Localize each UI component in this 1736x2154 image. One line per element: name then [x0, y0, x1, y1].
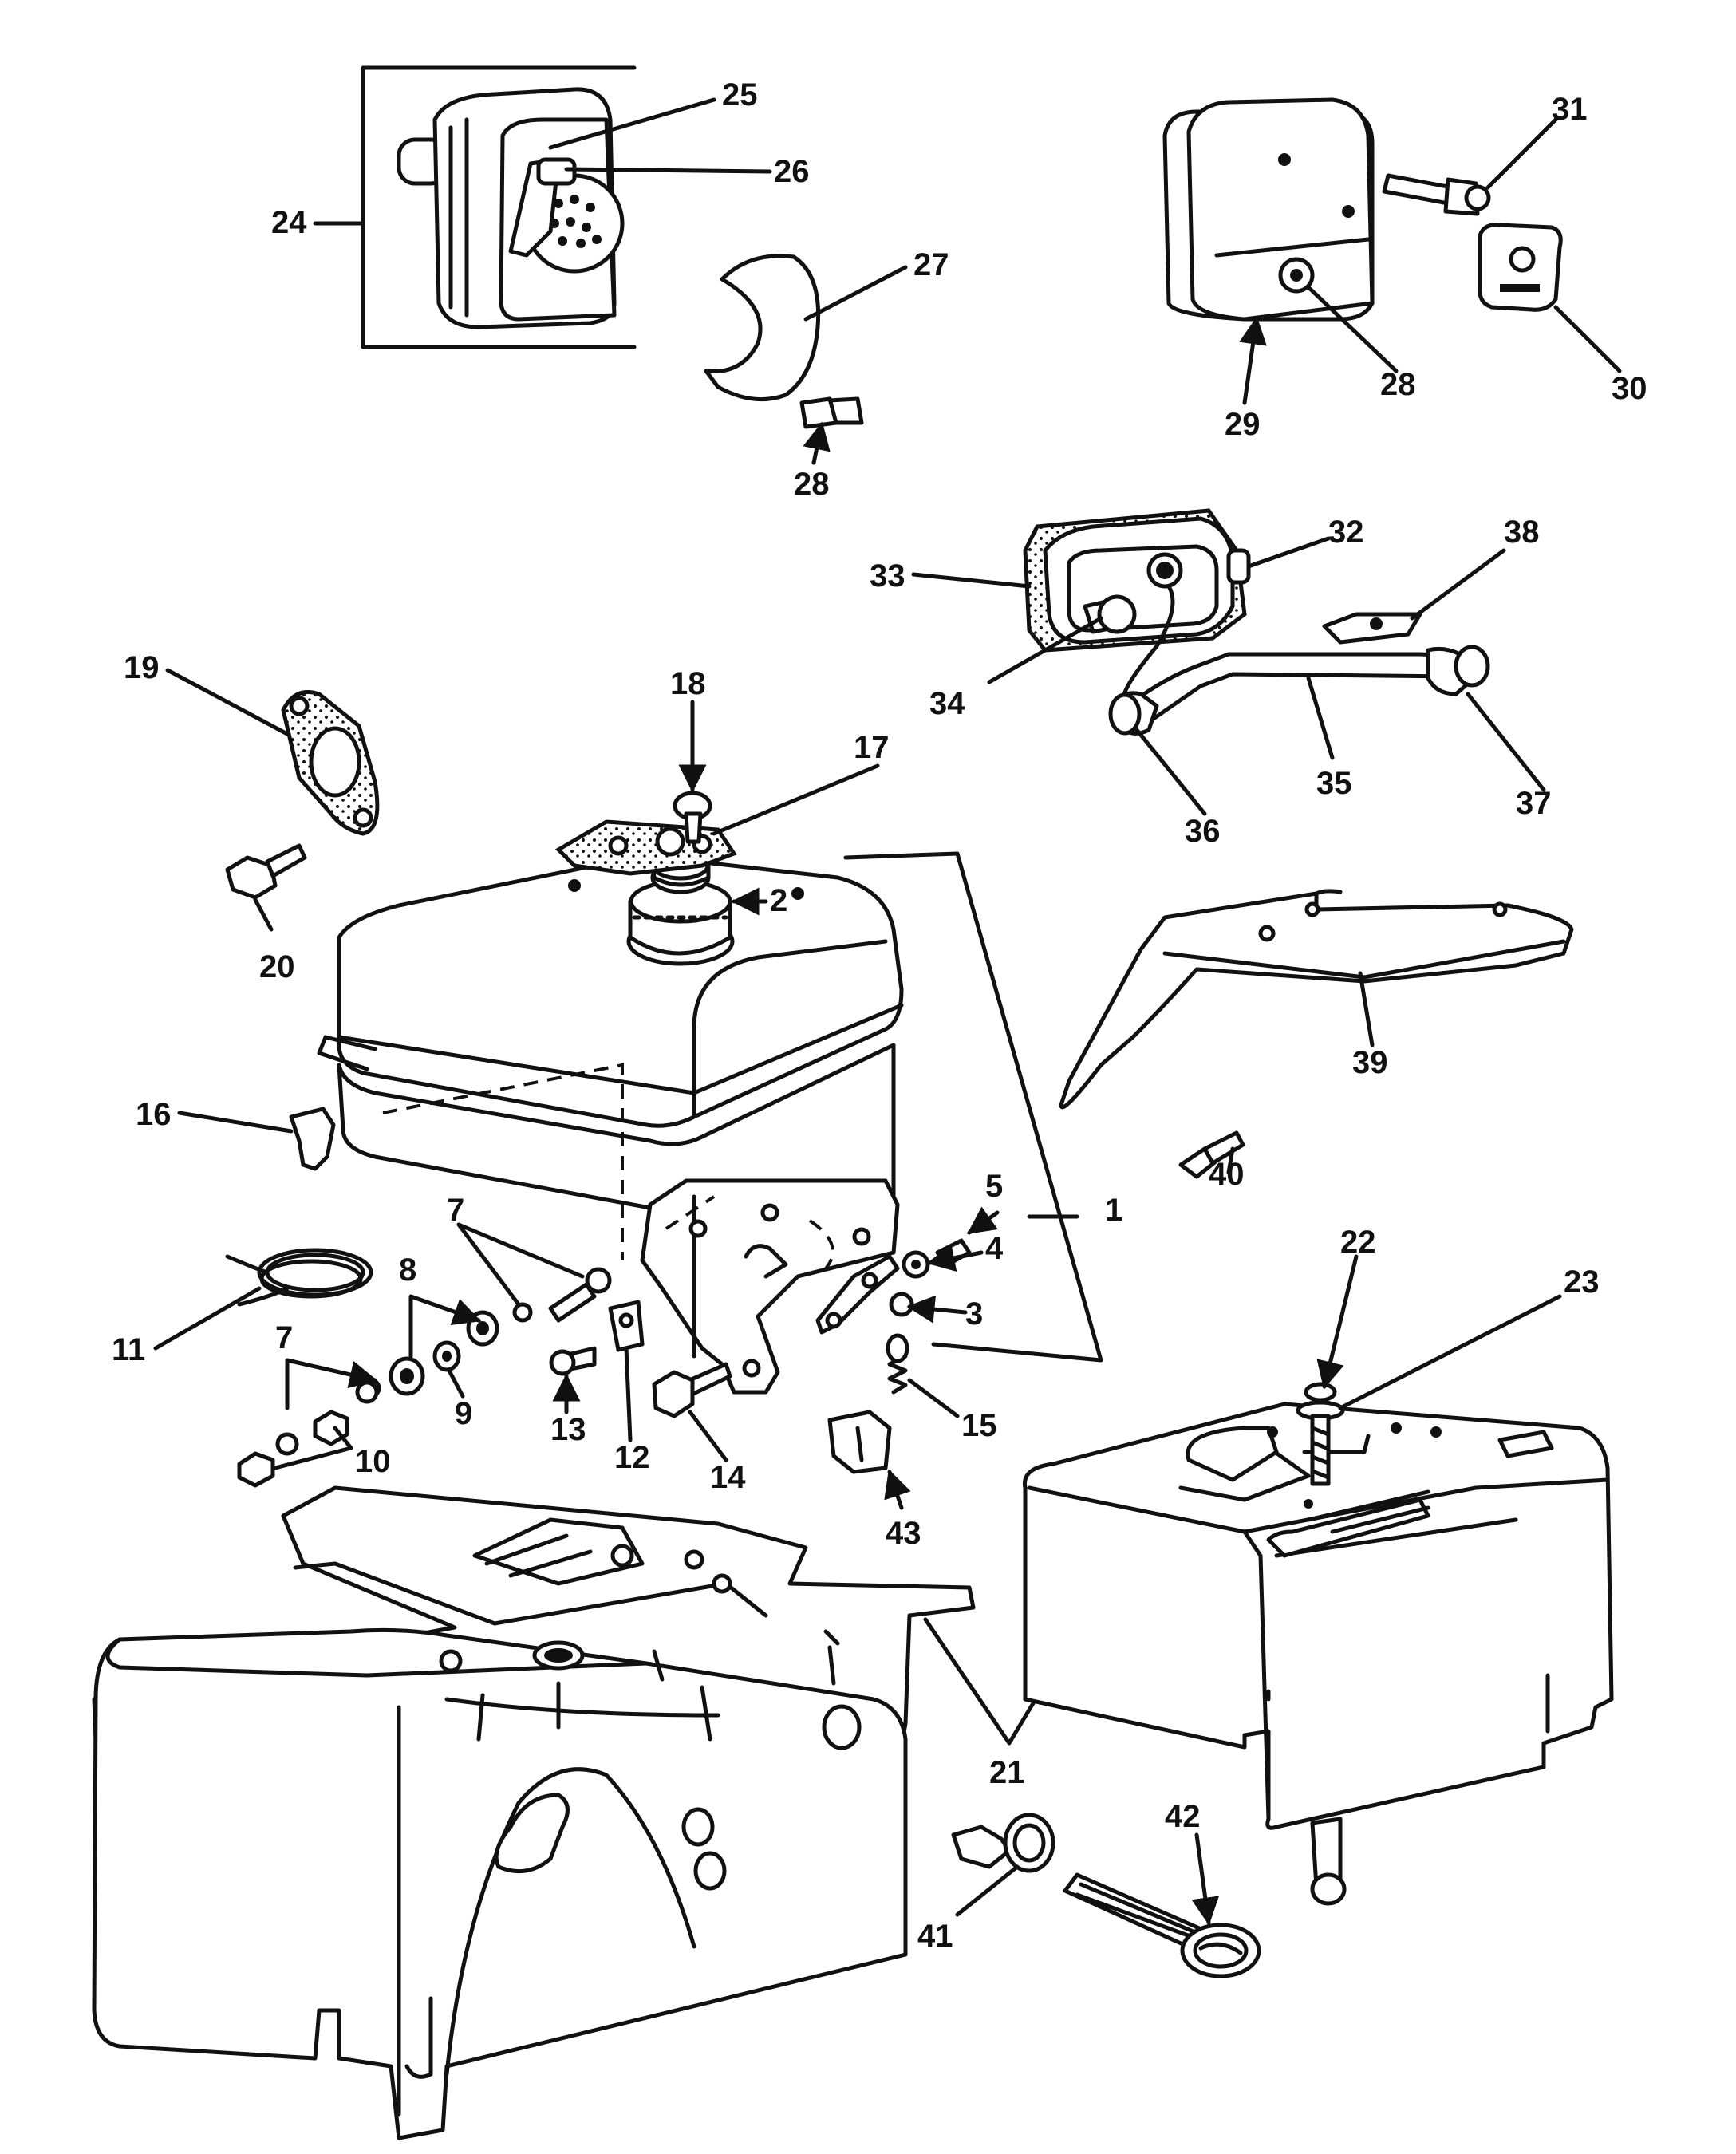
cover-screw	[1296, 1382, 1345, 1486]
callout-10: 10	[355, 1444, 391, 1479]
spring	[886, 1333, 909, 1395]
muffler-guard-plate	[1478, 223, 1563, 312]
callout-21: 21	[989, 1755, 1025, 1790]
callout-19: 19	[124, 650, 160, 685]
hex-bolt	[225, 843, 307, 900]
callout-31: 31	[1552, 92, 1588, 127]
bracket-screw	[548, 1267, 612, 1323]
bracket-bolt	[652, 1362, 732, 1418]
air-cleaner-base	[1023, 508, 1251, 653]
tank-mounting-bracket	[640, 1178, 900, 1395]
callout-26: 26	[774, 154, 810, 189]
callout-39: 39	[1352, 1045, 1388, 1080]
callout-15: 15	[961, 1408, 997, 1443]
callout-34: 34	[929, 686, 965, 721]
callout-32: 32	[1328, 515, 1364, 550]
callout-12: 12	[614, 1440, 650, 1475]
bracket-bolt-40	[1178, 1130, 1245, 1179]
callout-4: 4	[985, 1231, 1004, 1266]
lever-washer	[902, 1250, 930, 1279]
engine-cover	[1022, 1402, 1614, 1906]
tank-bracket-clip	[289, 1107, 336, 1171]
callout-13: 13	[550, 1412, 586, 1447]
small-screw	[549, 1346, 597, 1376]
fuel-tank	[317, 850, 904, 1260]
leader-lines	[153, 97, 1622, 1926]
callout-7-upper: 7	[447, 1193, 464, 1228]
callout-35: 35	[1316, 766, 1352, 801]
callout-29: 29	[1225, 407, 1261, 442]
gasket-screw	[673, 791, 712, 844]
grommet-large	[389, 1356, 425, 1396]
callout-25: 25	[722, 77, 758, 112]
callout-17: 17	[854, 730, 890, 765]
tube-clip	[1322, 612, 1422, 645]
callout-18: 18	[670, 666, 706, 701]
callout-16: 16	[136, 1097, 172, 1132]
callout-5: 5	[985, 1169, 1003, 1204]
muffler-box	[1162, 97, 1375, 322]
muffler-assembly	[361, 65, 637, 349]
callout-labels: 1 2 3 4 5 7 7 8 9 10 11 12 13 14 15 16 1…	[112, 77, 1647, 1954]
callout-38: 38	[1504, 515, 1540, 550]
callout-9: 9	[455, 1396, 472, 1431]
fuel-tank-bracket	[1059, 889, 1574, 1110]
fuel-gauge	[1063, 1872, 1261, 1978]
callout-36: 36	[1185, 814, 1221, 849]
lever-spacer	[889, 1292, 914, 1317]
callout-14: 14	[710, 1460, 746, 1495]
speed-control-lever	[815, 1254, 900, 1335]
callout-28-right: 28	[1380, 367, 1416, 402]
callout-37: 37	[1516, 786, 1552, 821]
spacer	[432, 1340, 461, 1372]
callout-23: 23	[1564, 1264, 1600, 1300]
callout-41: 41	[917, 1919, 953, 1954]
carburetor-gasket	[281, 690, 380, 836]
callout-33: 33	[870, 558, 905, 594]
speed-nut	[608, 1300, 645, 1352]
breather-tube	[1108, 584, 1490, 736]
muffler-screw	[1382, 173, 1491, 216]
blower-housing	[92, 1627, 908, 2140]
callout-7-lower: 7	[275, 1320, 293, 1355]
callout-28-left: 28	[794, 467, 830, 502]
callout-27: 27	[913, 247, 949, 282]
callout-30: 30	[1612, 371, 1647, 406]
callout-40: 40	[1209, 1157, 1245, 1192]
nuts	[237, 1410, 349, 1488]
callout-3: 3	[965, 1296, 983, 1331]
callout-20: 20	[259, 949, 295, 984]
callout-11: 11	[112, 1332, 145, 1367]
wire-coil	[225, 1248, 373, 1307]
callout-24: 24	[271, 205, 307, 240]
callout-43: 43	[886, 1516, 921, 1551]
callout-8: 8	[399, 1253, 416, 1288]
callout-1: 1	[1105, 1193, 1122, 1228]
fuel-gauge-grommet	[951, 1813, 1055, 1873]
wire-clip	[827, 1410, 892, 1474]
callout-2: 2	[770, 883, 787, 918]
callout-22: 22	[1340, 1225, 1376, 1260]
muffler-deflector	[704, 254, 864, 429]
callout-42: 42	[1165, 1799, 1201, 1834]
